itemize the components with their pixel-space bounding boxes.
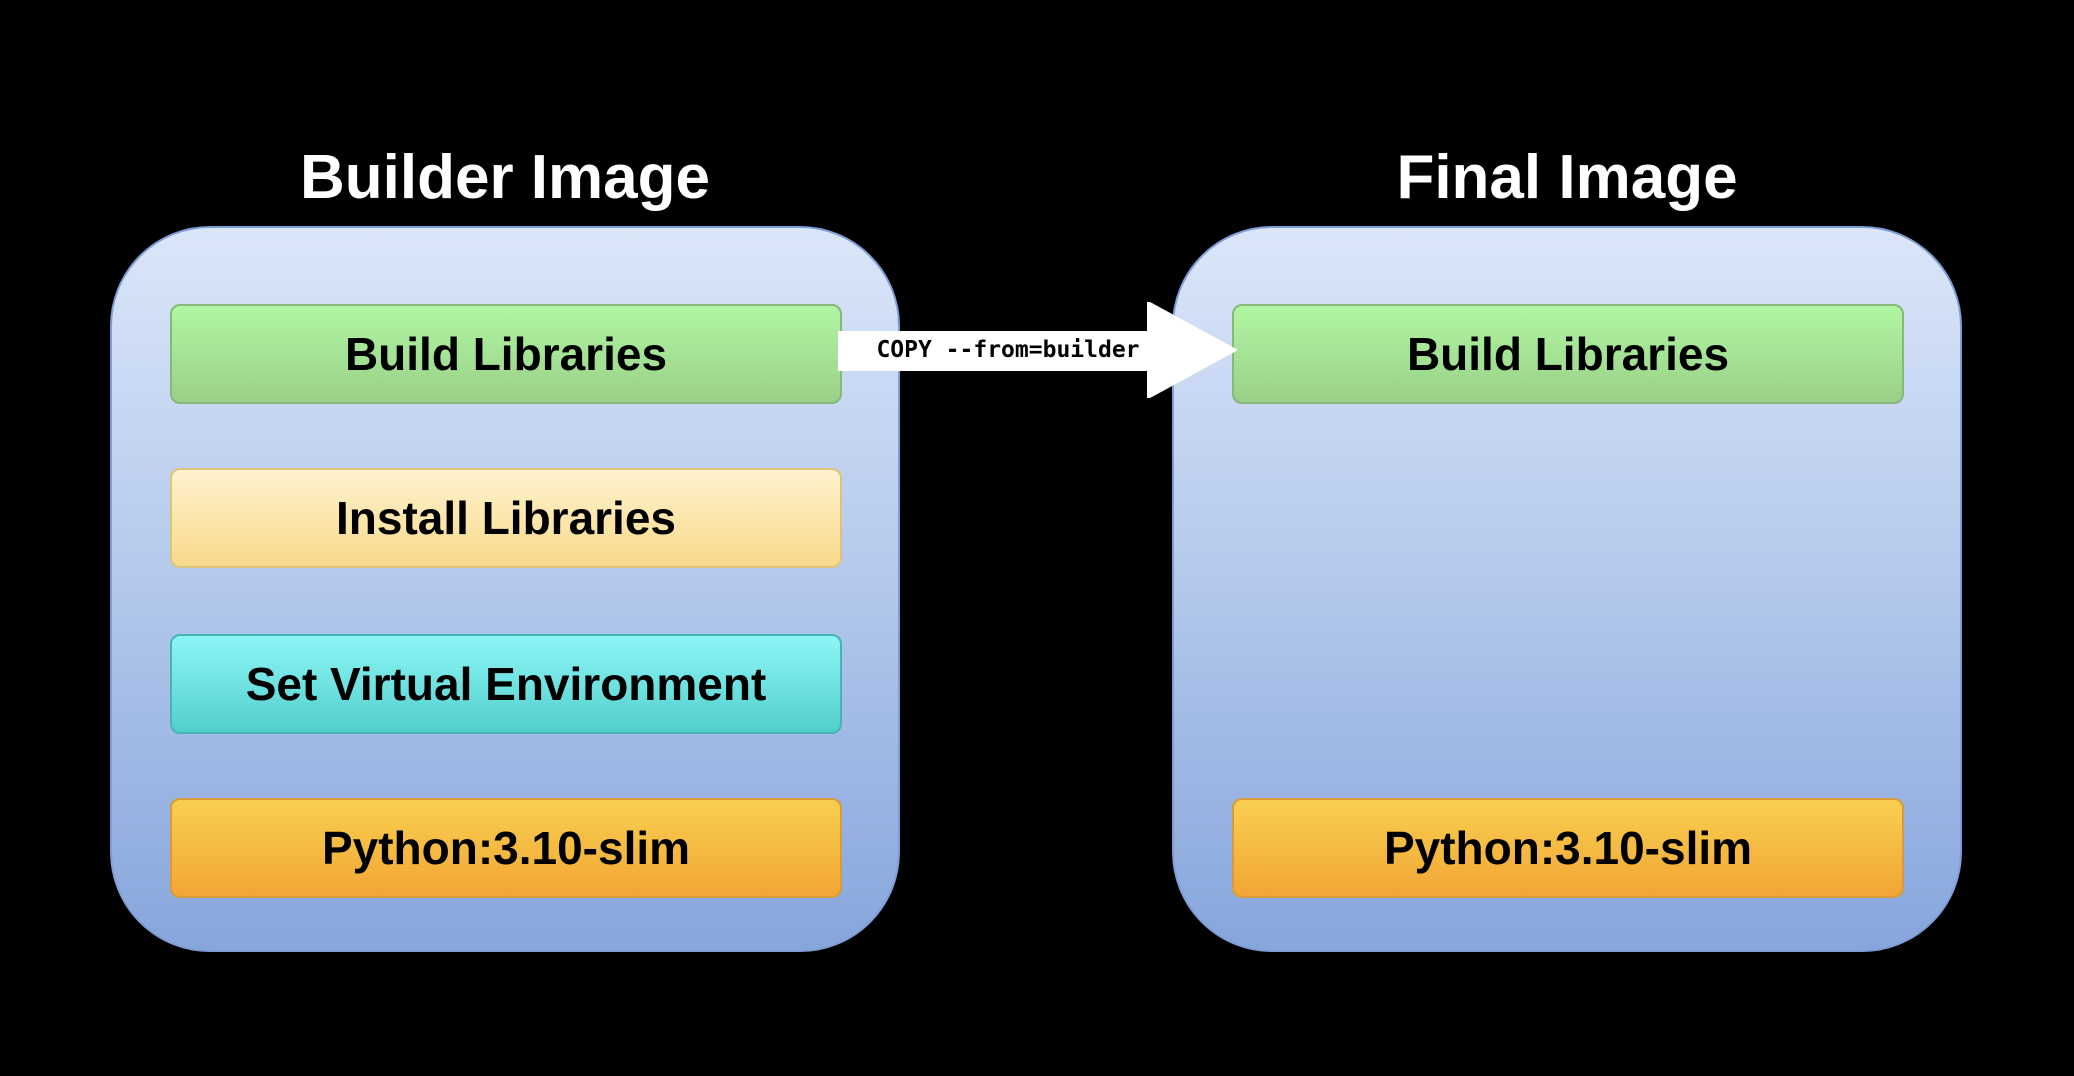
final-layer-python-base: Python:3.10-slim bbox=[1232, 798, 1904, 898]
final-image-panel: Build Libraries Python:3.10-slim bbox=[1172, 226, 1962, 952]
arrow-right-icon bbox=[838, 302, 1237, 398]
builder-image-panel: Build Libraries Install Libraries Set Vi… bbox=[110, 226, 900, 952]
final-layer-build-libraries: Build Libraries bbox=[1232, 304, 1904, 404]
builder-layer-python-base: Python:3.10-slim bbox=[170, 798, 842, 898]
builder-layer-build-libraries: Build Libraries bbox=[170, 304, 842, 404]
builder-layer-install-libraries: Install Libraries bbox=[170, 468, 842, 568]
builder-image-title: Builder Image bbox=[300, 143, 710, 212]
builder-layer-set-virtual-environment: Set Virtual Environment bbox=[170, 634, 842, 734]
final-image-title: Final Image bbox=[1396, 143, 1738, 212]
copy-arrow-label: COPY --from=builder bbox=[876, 337, 1140, 363]
copy-arrow: COPY --from=builder bbox=[838, 302, 1244, 398]
